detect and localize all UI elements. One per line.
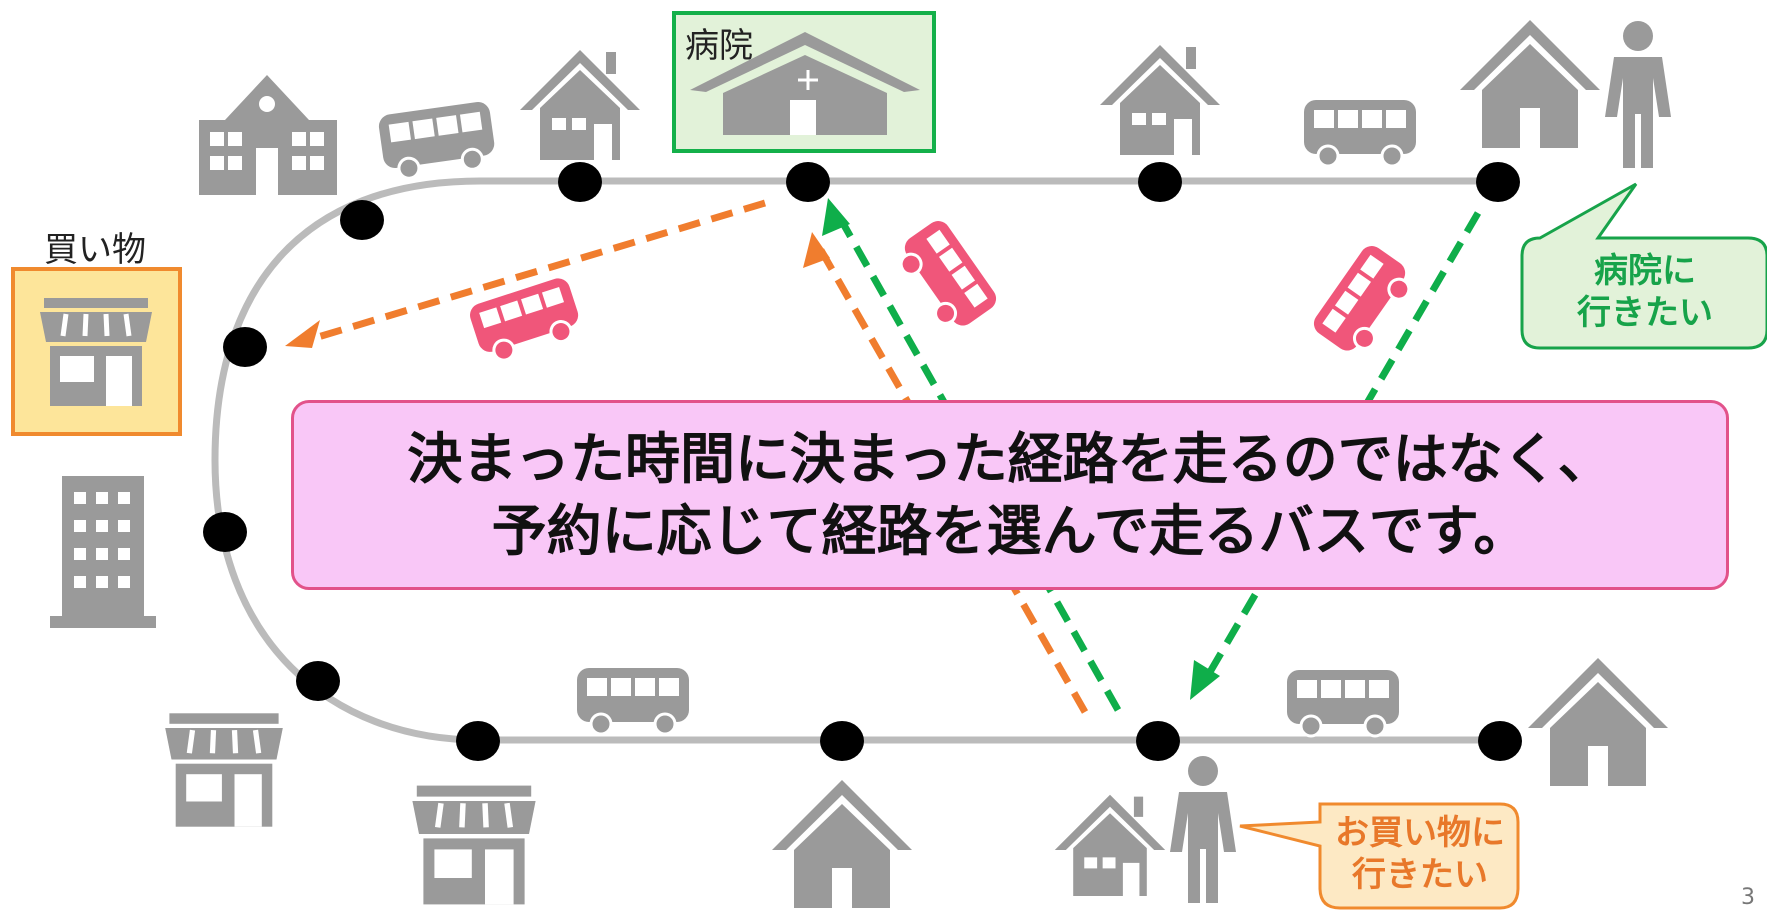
house-icon [1100, 45, 1220, 155]
shopping-bubble-text: お買い物に 行きたい [1322, 812, 1518, 896]
bus-stop [340, 200, 384, 240]
bus-stop [820, 721, 864, 761]
school-icon [199, 75, 337, 195]
bus-icon [1285, 668, 1401, 738]
green-route-to-stop [1206, 211, 1482, 674]
main-message-line2: 予約に応じて経路を選んで走るバスです。 [491, 499, 1529, 563]
bus-stop [456, 721, 500, 761]
bus-stop [1476, 162, 1520, 202]
orange-route-to-shop [296, 199, 767, 347]
bus-stop [1136, 721, 1180, 761]
orange-arrowhead-shop [285, 320, 320, 348]
hospital-label: 病院 [685, 26, 753, 66]
on-demand-bus-icon [888, 214, 1003, 339]
building-icon [50, 476, 156, 628]
shop-icon [165, 713, 283, 826]
house-icon [1054, 794, 1166, 896]
bus-stop [1478, 721, 1522, 761]
main-message-box: 決まった時間に決まった経路を走るのではなく、 予約に応じて経路を選んで走るバスで… [291, 400, 1729, 590]
bus-stop [203, 512, 247, 552]
orange-route-to-hospital [814, 243, 1089, 714]
green-arrowhead-hospital [822, 198, 850, 236]
person-icon [1170, 756, 1236, 903]
hospital-speech-bubble [1520, 182, 1767, 350]
shopping-bubble-line2: 行きたい [1352, 855, 1488, 895]
bus-stop [786, 162, 830, 202]
bus-icon [1302, 98, 1418, 168]
house-icon [1460, 20, 1600, 148]
page-number: 3 [1741, 885, 1755, 910]
bus-stop [1138, 162, 1182, 202]
house-icon [520, 50, 640, 160]
bus-icon [375, 98, 499, 183]
shopping-label: 買い物 [44, 230, 146, 270]
hospital-icon [690, 32, 920, 135]
green-arrowhead-stop [1190, 660, 1220, 700]
shop-box [11, 267, 182, 436]
bus-stop [223, 327, 267, 367]
bus-stops [203, 162, 1522, 761]
hospital-bubble-text: 病院に 行きたい [1530, 250, 1760, 334]
orange-arrowhead-hospital [803, 232, 830, 268]
person-icon [1605, 21, 1671, 168]
bus-stop [558, 162, 602, 202]
shopping-bubble-line1: お買い物に [1335, 813, 1505, 853]
main-message-line1: 決まった時間に決まった経路を走るのではなく、 [407, 427, 1613, 491]
bus-stop [296, 661, 340, 701]
house-icon [1528, 658, 1668, 786]
bus-icon [575, 666, 691, 736]
hospital-bubble-line1: 病院に [1594, 251, 1696, 291]
shop-icon [412, 786, 535, 905]
shopping-speech-bubble [1239, 802, 1520, 910]
shop-icon [40, 298, 152, 406]
house-icon [772, 780, 912, 908]
hospital-bubble-line2: 行きたい [1577, 293, 1713, 333]
